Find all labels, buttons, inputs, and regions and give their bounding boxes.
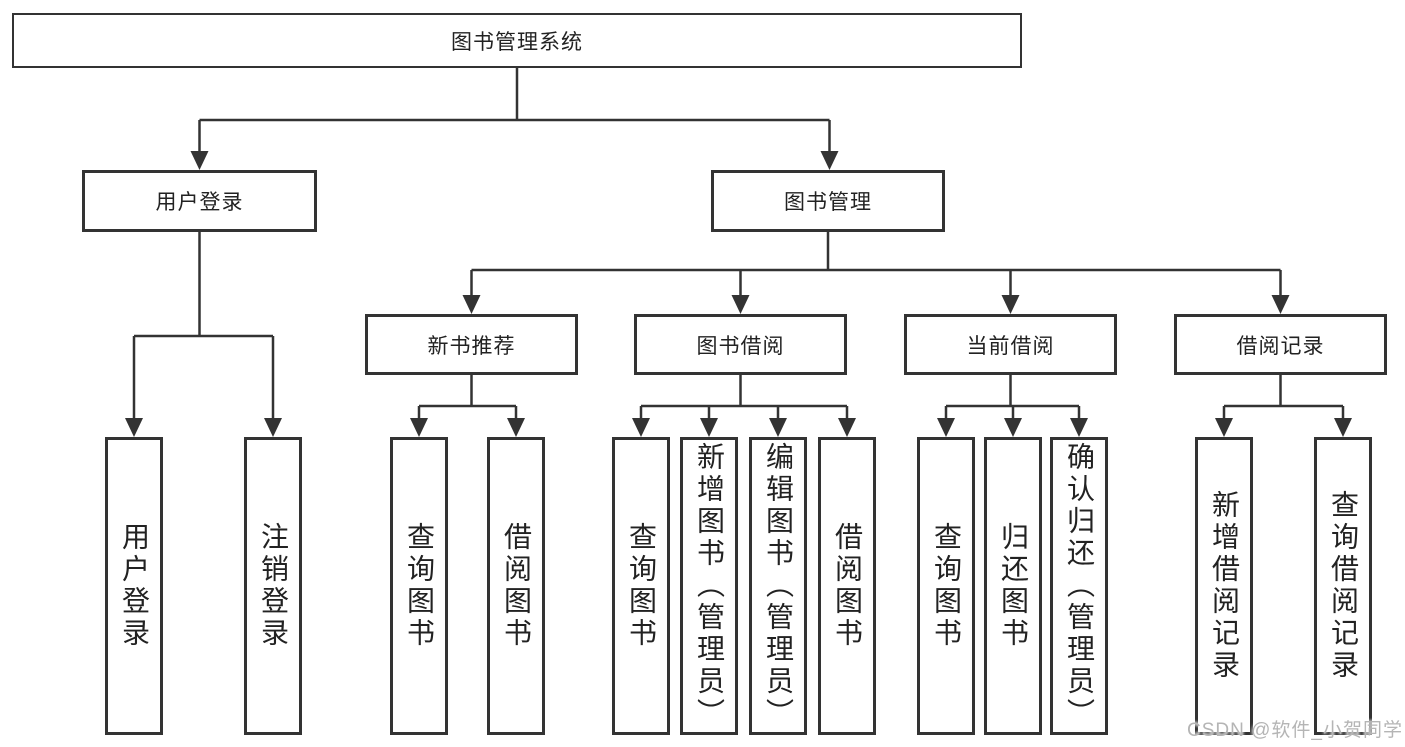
node-leaf-return-book: 归还图书	[984, 437, 1042, 735]
node-label: 借阅记录	[1236, 334, 1325, 358]
node-label: 归还图书	[998, 522, 1029, 650]
arrowhead-icon	[1271, 295, 1290, 314]
arrowhead-icon	[125, 418, 143, 437]
arrowhead-icon	[820, 151, 839, 170]
node-book-borrow: 图书借阅	[634, 314, 847, 375]
connector-path	[944, 375, 1081, 422]
node-label: 图书借阅	[696, 334, 785, 358]
arrowhead-icon	[1334, 418, 1352, 437]
node-book-management: 图书管理	[711, 170, 945, 232]
connector-path	[639, 375, 849, 422]
node-leaf-logout: 注销登录	[244, 437, 302, 735]
node-label: 用户登录	[155, 191, 244, 214]
arrowhead-icon	[731, 295, 750, 314]
arrowhead-icon	[632, 418, 650, 437]
node-label: 确认归还（管理员）	[1064, 442, 1095, 730]
node-label: 查询图书	[404, 522, 435, 650]
node-label: 查询图书	[931, 522, 962, 650]
connector-path	[198, 68, 831, 155]
node-label: 借阅图书	[832, 522, 863, 650]
arrowhead-icon	[700, 418, 718, 437]
node-label: 查询借阅记录	[1328, 490, 1359, 682]
node-label: 图书管理	[784, 191, 872, 214]
node-borrow-records: 借阅记录	[1174, 314, 1387, 375]
node-leaf-edit-book-admin: 编辑图书（管理员）	[749, 437, 807, 735]
connector-path	[1222, 375, 1345, 422]
arrowhead-icon	[1215, 418, 1233, 437]
node-label: 借阅图书	[501, 522, 532, 650]
arrowhead-icon	[1004, 418, 1022, 437]
arrowhead-icon	[838, 418, 856, 437]
node-leaf-user-login: 用户登录	[105, 437, 163, 735]
node-label: 当前借阅	[966, 334, 1055, 358]
node-current-borrow: 当前借阅	[904, 314, 1117, 375]
node-user-login: 用户登录	[82, 170, 317, 232]
arrowhead-icon	[190, 151, 209, 170]
node-leaf-confirm-return-admin: 确认归还（管理员）	[1050, 437, 1108, 735]
arrowhead-icon	[1001, 295, 1020, 314]
arrowhead-icon	[264, 418, 282, 437]
arrowhead-icon	[462, 295, 481, 314]
connector-path	[417, 375, 518, 422]
arrowhead-icon	[410, 418, 428, 437]
node-leaf-query-book-borrow: 查询图书	[612, 437, 670, 735]
node-leaf-query-book-recommend: 查询图书	[390, 437, 448, 735]
node-leaf-borrow-book-recommend: 借阅图书	[487, 437, 545, 735]
connector-path	[470, 232, 1282, 299]
node-leaf-borrow-book: 借阅图书	[818, 437, 876, 735]
node-label: 用户登录	[119, 522, 150, 650]
node-label: 新增借阅记录	[1209, 490, 1240, 682]
node-library-management-system: 图书管理系统	[12, 13, 1022, 68]
node-label: 注销登录	[258, 522, 289, 650]
node-label: 编辑图书（管理员）	[763, 442, 794, 730]
node-label: 新书推荐	[427, 334, 516, 358]
node-leaf-query-borrow-record: 查询借阅记录	[1314, 437, 1372, 735]
node-label: 图书管理系统	[451, 30, 583, 54]
node-leaf-add-book-admin: 新增图书（管理员）	[680, 437, 738, 735]
node-new-book-recommend: 新书推荐	[365, 314, 578, 375]
node-leaf-query-book-current: 查询图书	[917, 437, 975, 735]
csdn-watermark: CSDN @软件_小贺同学	[1187, 720, 1403, 741]
arrowhead-icon	[507, 418, 525, 437]
arrowhead-icon	[937, 418, 955, 437]
arrowhead-icon	[769, 418, 787, 437]
node-label: 查询图书	[626, 522, 657, 650]
node-leaf-add-borrow-record: 新增借阅记录	[1195, 437, 1253, 735]
arrowhead-icon	[1070, 418, 1088, 437]
node-label: 新增图书（管理员）	[694, 442, 725, 730]
connector-path	[132, 232, 275, 422]
